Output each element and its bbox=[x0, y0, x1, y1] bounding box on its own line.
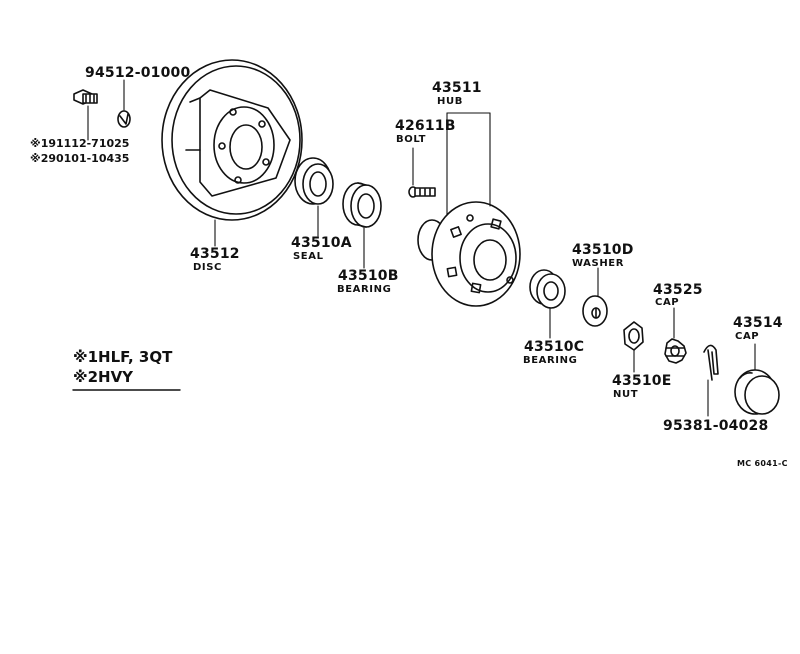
label-seal: SEAL bbox=[293, 251, 324, 262]
screw-part bbox=[73, 89, 98, 105]
label-cap-lock: CAP bbox=[655, 297, 680, 308]
label-part-43510D: 43510D bbox=[572, 242, 634, 258]
label-part-94512: 94512-01000 bbox=[85, 65, 191, 81]
label-disc: DISC bbox=[193, 262, 222, 273]
label-bolt: BOLT bbox=[396, 134, 427, 145]
bearing-part-b bbox=[342, 182, 382, 228]
grease-cap-part bbox=[734, 369, 780, 415]
label-part-191112: ※191112-71025 bbox=[30, 137, 130, 150]
label-part-43510C: 43510C bbox=[524, 339, 585, 355]
label-hub: HUB bbox=[437, 96, 463, 107]
footer-code: MC 6041-C bbox=[737, 459, 788, 468]
clip-part bbox=[117, 110, 131, 128]
washer-part bbox=[582, 295, 608, 327]
lock-cap-part bbox=[664, 338, 687, 364]
seal-part bbox=[294, 157, 334, 205]
label-part-43511: 43511 bbox=[432, 80, 482, 96]
label-part-290101: ※290101-10435 bbox=[30, 152, 130, 165]
label-nut: NUT bbox=[613, 389, 639, 400]
label-part-43510E: 43510E bbox=[612, 373, 672, 389]
label-part-43510A: 43510A bbox=[291, 235, 352, 251]
label-cap-grease: CAP bbox=[735, 331, 760, 342]
legend-line-1: ※1HLF, 3QT bbox=[73, 348, 173, 366]
nut-part bbox=[623, 321, 644, 351]
disc-part bbox=[161, 59, 303, 221]
label-part-95381: 95381-04028 bbox=[663, 418, 769, 434]
hub-bolt-part bbox=[408, 186, 436, 198]
legend-line-2: ※2HVY bbox=[73, 368, 134, 386]
label-part-43525: 43525 bbox=[653, 282, 703, 298]
cotter-pin-part bbox=[703, 344, 719, 381]
bearing-part-c bbox=[529, 269, 566, 309]
hub-part bbox=[417, 201, 521, 307]
label-bearing-c: BEARING bbox=[523, 355, 578, 366]
label-part-42611B: 42611B bbox=[395, 118, 456, 134]
label-part-43514: 43514 bbox=[733, 315, 783, 331]
label-part-43510B: 43510B bbox=[338, 268, 399, 284]
label-washer: WASHER bbox=[572, 258, 625, 269]
leader-lines bbox=[87, 79, 756, 417]
label-bearing-b: BEARING bbox=[337, 284, 392, 295]
label-part-43512: 43512 bbox=[190, 246, 240, 262]
